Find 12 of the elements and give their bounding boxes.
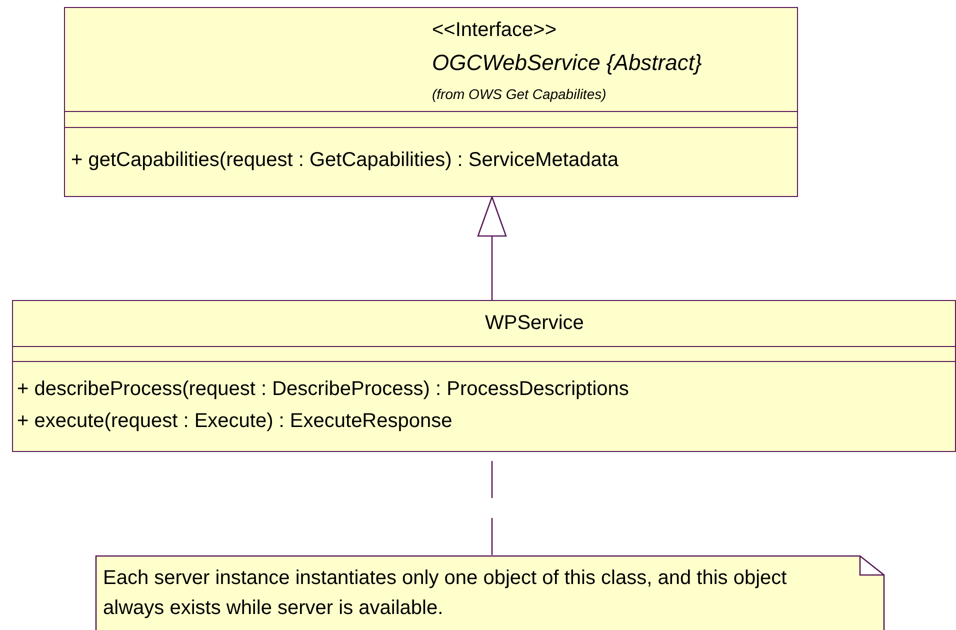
interface-class-box xyxy=(64,7,798,197)
package-label: (from OWS Get Capabilites) xyxy=(432,85,606,103)
generalization-arrow xyxy=(477,196,507,300)
operation-text: + getCapabilities(request : GetCapabilities) : ServiceMetadata xyxy=(71,148,618,172)
note-box xyxy=(95,555,885,630)
stereotype-label: <<Interface>> xyxy=(432,18,557,42)
class-box xyxy=(12,300,956,452)
class-name: OGCWebService {Abstract} xyxy=(432,50,702,76)
operation-text: + execute(request : Execute) : ExecuteResponse xyxy=(17,409,452,433)
class-name: WPService xyxy=(485,311,584,335)
note-text: Each server instance instantiates only one object of this class, and this object always exists while server is available. xyxy=(103,566,788,621)
operation-text: + describeProcess(request : DescribeProcess) : ProcessDescriptions xyxy=(17,377,629,401)
